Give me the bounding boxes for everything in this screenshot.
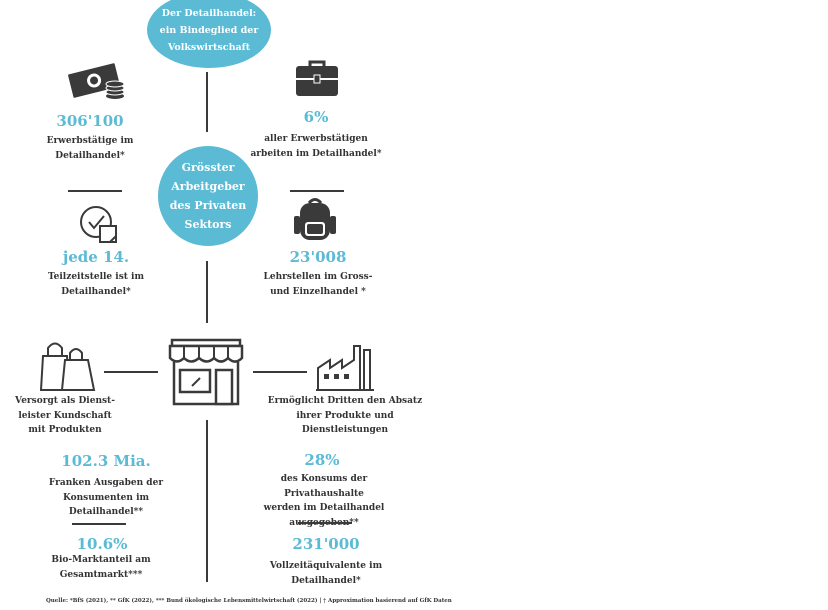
center-bubble-line2: Arbeitgeber xyxy=(171,180,245,193)
supplies-customers-text: Versorgt als Dienst- leister Kundschaft … xyxy=(0,394,130,438)
apprentices-label-line1: Lehrstellen im Gross- xyxy=(263,272,373,282)
top-bubble: Der Detailhandel: ein Bindeglied der Vol… xyxy=(147,0,271,68)
connector-mid xyxy=(206,261,208,323)
share-label-line2: arbeiten im Detailhandel* xyxy=(250,148,382,159)
backpack-icon xyxy=(294,196,336,242)
top-bubble-line2: ein Bindeglied der xyxy=(159,24,259,36)
fte-value: 231'000 xyxy=(292,535,360,553)
enables-third-parties-line1: Ermöglicht Dritten den Absatz xyxy=(267,396,423,406)
fte-label: Vollzeitäquivalente im Detailhandel* xyxy=(256,559,396,588)
connector-left xyxy=(104,371,158,373)
connector-bottom xyxy=(206,420,208,582)
money-icon xyxy=(66,62,128,100)
briefcase-icon xyxy=(294,58,340,98)
share-value: 6% xyxy=(303,108,329,126)
spending-label-line1: Franken Ausgaben der xyxy=(48,478,164,488)
connector-right xyxy=(253,371,307,373)
clock-document-icon xyxy=(78,204,118,244)
top-bubble-line3: Volkswirtschaft xyxy=(167,41,251,53)
employed-label-line1: Erwerbstätige im xyxy=(46,136,134,146)
connector-top xyxy=(206,72,208,132)
fte-label-line2: Detailhandel* xyxy=(291,575,361,586)
parttime-label-line2: Detailhandel* xyxy=(61,286,131,297)
consumption-value: 28% xyxy=(304,451,340,469)
parttime-label: Teilzeitstelle ist im Detailhandel* xyxy=(36,270,156,299)
parttime-value: jede 14. xyxy=(62,248,130,266)
center-bubble: Grösster Arbeitgeber des Privaten Sektor… xyxy=(158,146,258,246)
top-bubble-line1: Der Detailhandel: xyxy=(161,7,257,19)
bio-label: Bio-Marktanteil am Gesamtmarkt*** xyxy=(36,553,166,582)
spending-label: Franken Ausgaben der Konsumenten im Deta… xyxy=(26,476,186,520)
consumption-label-line2: werden im Detailhandel xyxy=(263,503,385,513)
supplies-customers-line1: Versorgt als Dienst- xyxy=(15,396,115,406)
apprentices-value: 23'008 xyxy=(289,248,347,266)
supplies-customers-line3: mit Produkten xyxy=(28,425,102,435)
fte-label-line1: Vollzeitäquivalente im xyxy=(269,561,383,571)
employed-value: 306'100 xyxy=(56,112,124,130)
center-bubble-line1: Grösster xyxy=(181,161,235,174)
enables-third-parties-line2: ihrer Produkte und xyxy=(296,410,394,421)
bio-value: 10.6% xyxy=(76,535,128,553)
enables-third-parties-line3: Dienstleistungen xyxy=(301,425,389,435)
spending-value: 102.3 Mia. xyxy=(61,452,151,470)
separator-left-1 xyxy=(68,190,122,192)
share-label: aller Erwerbstätigen arbeiten im Detailh… xyxy=(246,132,386,161)
center-bubble-line4: Sektors xyxy=(184,218,232,231)
center-bubble-line3: des Privaten xyxy=(169,199,247,212)
spending-label-line2: Konsumenten im Detailhandel** xyxy=(62,492,150,518)
bio-label-line1: Bio-Marktanteil am xyxy=(51,555,151,565)
apprentices-label-line2: und Einzelhandel * xyxy=(270,286,366,297)
source-footnote: Quelle: *BfS (2021), ** GfK (2022), *** … xyxy=(46,598,452,604)
separator-left-2 xyxy=(72,523,126,525)
factory-icon xyxy=(316,344,374,392)
separator-right-1 xyxy=(290,190,344,192)
apprentices-label: Lehrstellen im Gross- und Einzelhandel * xyxy=(248,270,388,299)
supplies-customers-line2: leister Kundschaft xyxy=(18,410,112,421)
consumption-label-line1: des Konsums der Privathaushalte xyxy=(280,474,368,499)
employed-label: Erwerbstätige im Detailhandel* xyxy=(30,134,150,163)
employed-label-line2: Detailhandel* xyxy=(55,150,125,161)
shopping-bags-icon xyxy=(38,340,96,392)
enables-third-parties-text: Ermöglicht Dritten den Absatz ihrer Prod… xyxy=(262,394,428,438)
share-label-line1: aller Erwerbstätigen xyxy=(264,134,368,144)
parttime-label-line1: Teilzeitstelle ist im xyxy=(47,272,144,282)
bio-label-line2: Gesamtmarkt*** xyxy=(59,569,143,580)
store-icon xyxy=(168,338,244,406)
separator-right-2 xyxy=(298,522,352,524)
